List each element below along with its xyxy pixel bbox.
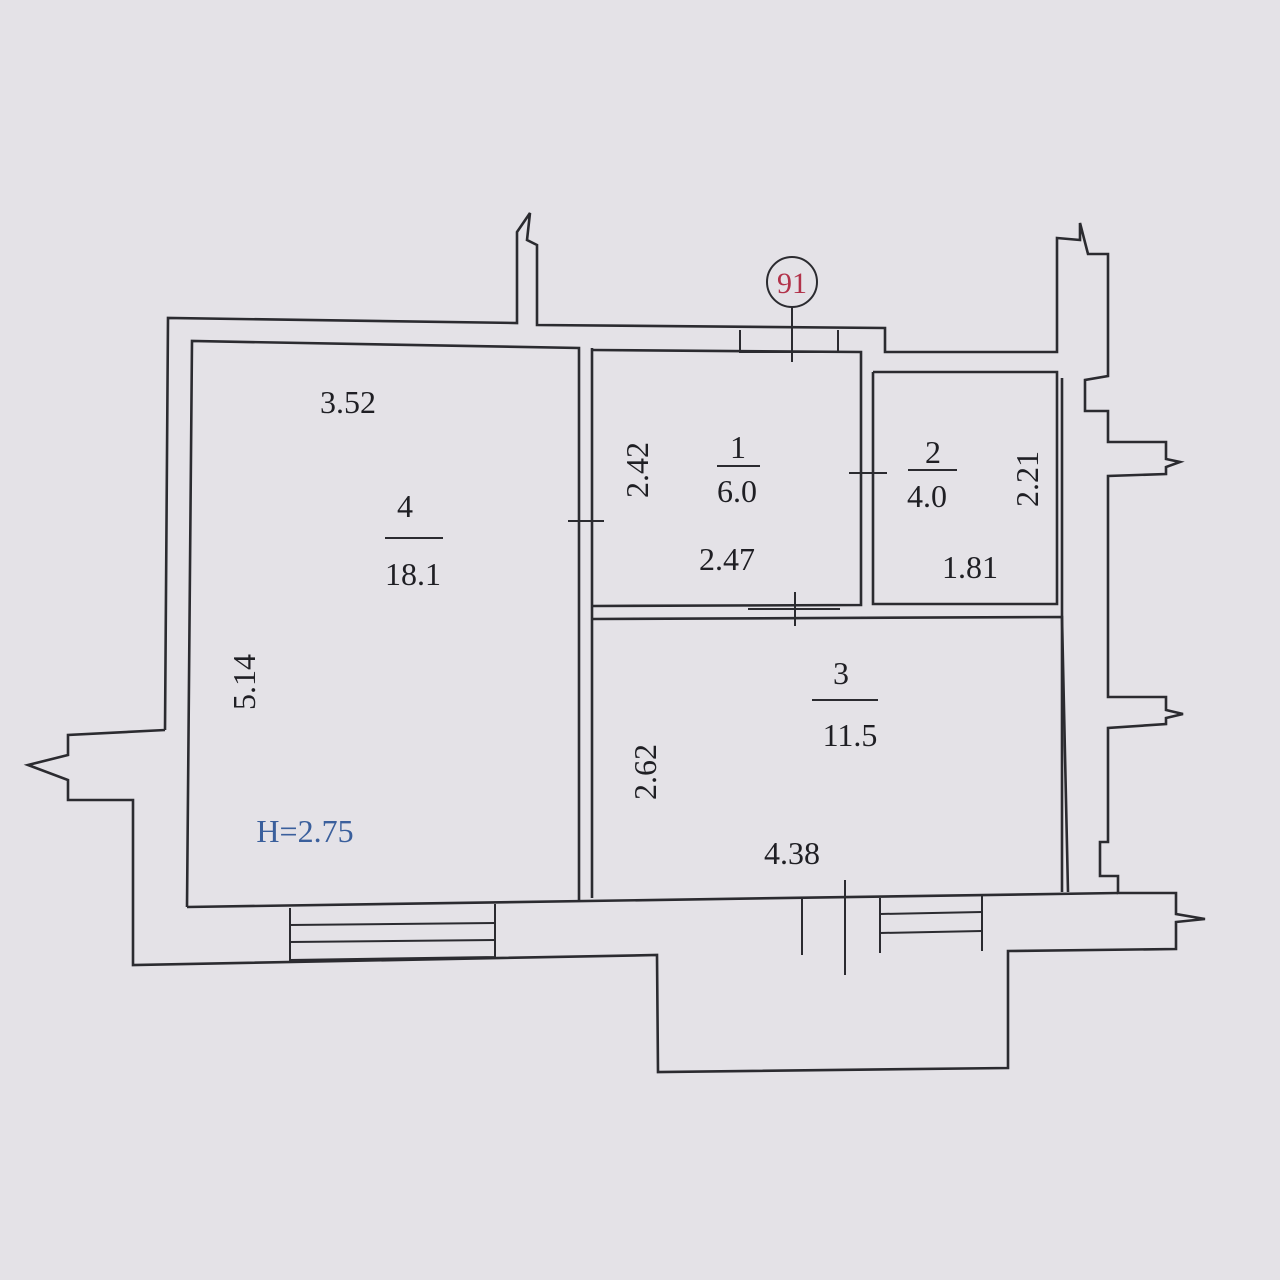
room-4-length: 5.14 [226,654,262,710]
apartment-number: 91 [777,267,807,300]
apartment-marker: 91 [766,256,818,362]
room-2-outline [871,370,1059,606]
room-2-number: 2 [925,434,941,470]
room-3-number: 3 [833,655,849,691]
room-4-number: 4 [397,488,413,524]
bottom-inner-wall [186,891,1119,909]
top-wall-segment [739,330,839,353]
room-2-width: 1.81 [942,549,998,585]
balcony-door [801,895,983,955]
door-marks [568,472,887,975]
room-1-area: 6.0 [717,473,757,509]
room-3-area: 11.5 [823,717,878,753]
room-3-width: 4.38 [764,835,820,871]
room-1-number: 1 [730,429,746,465]
room-2-length: 2.21 [1009,451,1045,507]
room-1-outline [591,348,863,608]
room-1-width: 2.47 [699,541,755,577]
room-4-inner-wall [185,339,581,908]
outer-wall [23,212,1206,1074]
room-4-width: 3.52 [320,384,376,420]
room-3-outline [591,615,1070,893]
room-3-length: 2.62 [627,744,663,800]
window-room-4 [289,904,496,962]
room-2-area: 4.0 [907,478,947,514]
ceiling-height: H=2.75 [256,813,353,849]
room-1-length: 2.42 [619,442,655,498]
room-4-area: 18.1 [385,556,441,592]
